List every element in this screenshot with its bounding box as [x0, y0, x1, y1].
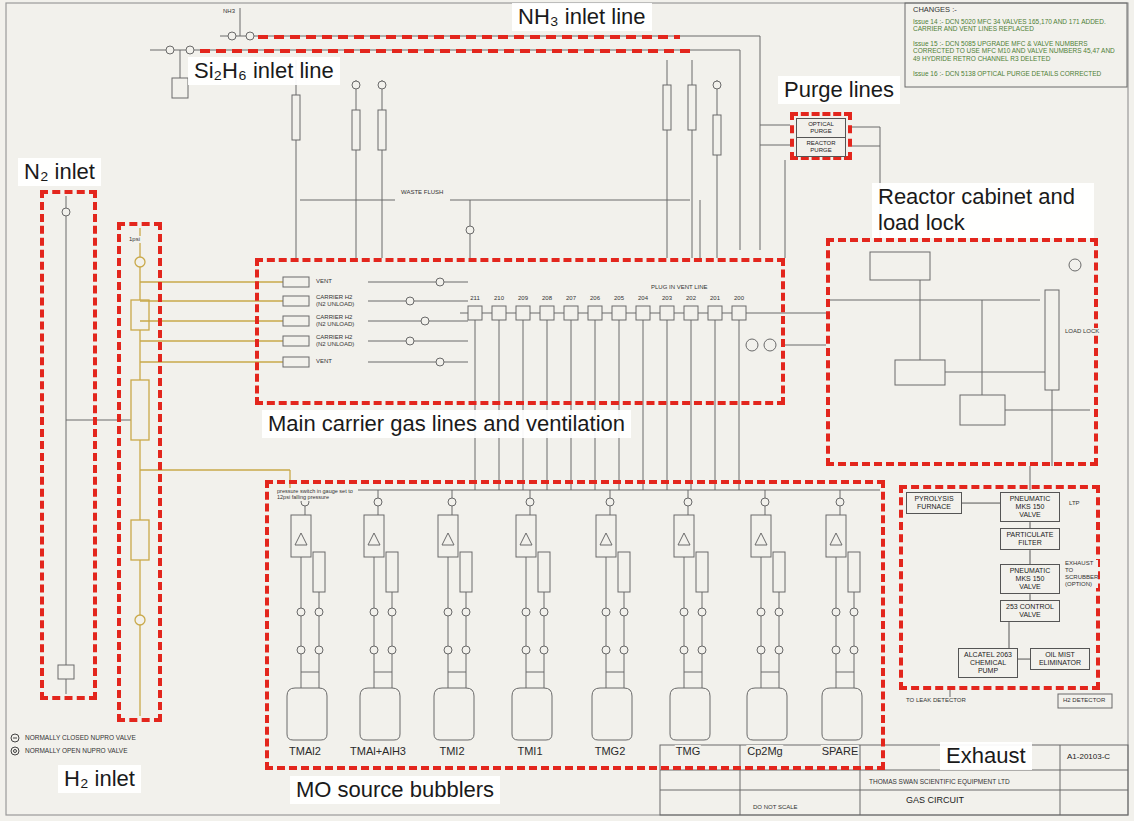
- region-heading: Purge lines: [778, 76, 900, 104]
- valve-number: 201: [709, 295, 721, 302]
- pipe-connector: [1030, 550, 1031, 564]
- valve-symbol: [10, 733, 20, 743]
- component-box: PNEUMATIC MKS 150 VALVE: [1000, 492, 1060, 522]
- valve-number: 205: [613, 295, 625, 302]
- line-label: (N2 UNLOAD): [315, 301, 355, 308]
- legend-row: NORMALLY OPEN NUPRO VALVE: [10, 746, 127, 756]
- changes-heading: CHANGES :-: [912, 6, 958, 15]
- note: pressure switch in gauge set to 12psi fa…: [276, 488, 358, 501]
- component-box: ALCATEL 2063 CHEMICAL PUMP: [958, 648, 1018, 678]
- line-label: PLUG IN VENT LINE: [650, 284, 709, 291]
- region-heading: Main carrier gas lines and ventilation: [262, 410, 631, 438]
- part-label: LTP: [1068, 500, 1081, 507]
- valve-number: 210: [493, 295, 505, 302]
- pipe-connector: [962, 503, 1000, 504]
- valve-number: 207: [565, 295, 577, 302]
- revision-note: Issue 14 :- DCN 5020 MFC 34 VALVES 165,1…: [912, 18, 1122, 33]
- component-box: REACTOR PURGE: [796, 137, 846, 157]
- valve-number: 211: [469, 295, 481, 302]
- region-outline: N₂ inlet: [40, 190, 97, 700]
- part-label: LOAD LOCK: [1064, 328, 1100, 335]
- drawing-number: A1-20103-C: [1066, 752, 1111, 761]
- box-label: OIL MIST ELIMINATOR: [1034, 651, 1086, 667]
- source-name: TMG2: [594, 745, 627, 758]
- valve-symbol: [10, 746, 20, 756]
- region-outline: H₂ inlet: [117, 222, 162, 722]
- source-name: TMI1: [516, 745, 543, 758]
- line-label: CARRIER H2: [315, 314, 353, 321]
- line-label: (N2 UNLOAD): [315, 341, 355, 348]
- box-label: PNEUMATIC MKS 150 VALVE: [1004, 567, 1056, 591]
- region-heading: Exhaust: [940, 742, 1032, 770]
- region-outline: Main carrier gas lines and ventilation: [255, 258, 785, 405]
- component-box: OPTICAL PURGE: [796, 118, 846, 138]
- note: TO LEAK DETECTOR: [905, 697, 967, 704]
- drawing-title: GAS CIRCUIT: [905, 795, 965, 805]
- box-label: PARTICULATE FILTER: [1004, 531, 1056, 547]
- box-label: PNEUMATIC MKS 150 VALVE: [1004, 495, 1056, 519]
- component-box: 253 CONTROL VALVE: [1000, 600, 1060, 622]
- valve-number: 206: [589, 295, 601, 302]
- line-label: VENT: [315, 278, 333, 285]
- region-outline: Reactor cabinet and load lock: [826, 238, 1098, 466]
- line-label: CARRIER H2: [315, 334, 353, 341]
- component-box: PYROLYSIS FURNACE: [906, 492, 962, 514]
- line-label: WASTE FLUSH: [400, 189, 444, 196]
- source-name: Cp2Mg: [746, 745, 783, 758]
- valve-number: 202: [685, 295, 697, 302]
- line-label: (N2 UNLOAD): [315, 321, 355, 328]
- region-outline: MO source bubblers: [265, 480, 885, 770]
- box-label: REACTOR PURGE: [800, 140, 842, 154]
- legend-row: NORMALLY CLOSED NUPRO VALVE: [10, 733, 136, 743]
- box-label: ALCATEL 2063 CHEMICAL PUMP: [962, 651, 1014, 675]
- source-name: TMI2: [438, 745, 465, 758]
- valve-number: 204: [637, 295, 649, 302]
- revision-note: Issue 16 :- DCN 5138 OPTICAL PURGE DETAI…: [912, 70, 1102, 77]
- source-name: TMAl2: [288, 745, 322, 758]
- line-label: VENT: [315, 358, 333, 365]
- legend-text: NORMALLY OPEN NUPRO VALVE: [25, 747, 127, 754]
- component-box: OIL MIST ELIMINATOR: [1030, 648, 1090, 670]
- source-name: SPARE: [821, 745, 859, 758]
- pressure-label: 1psi: [128, 236, 141, 243]
- gas-name: NH3: [222, 8, 236, 15]
- source-name: TMAl+AlH3: [349, 745, 407, 758]
- section-heading: NH₃ inlet line: [512, 3, 652, 31]
- region-heading: H₂ inlet: [58, 765, 141, 793]
- box-label: OPTICAL PURGE: [800, 121, 842, 135]
- valve-number: 208: [541, 295, 553, 302]
- valve-number: 203: [661, 295, 673, 302]
- valve-number: 200: [733, 295, 745, 302]
- component-box: PNEUMATIC MKS 150 VALVE: [1000, 564, 1060, 594]
- region-heading: MO source bubblers: [290, 776, 500, 804]
- pipe-connector: [1009, 622, 1010, 648]
- part-label: H2 DETECTOR: [1062, 697, 1106, 704]
- note: EXHAUST TO SCRUBBER (OPTION): [1064, 560, 1098, 588]
- title-block-text: DO NOT SCALE: [752, 804, 799, 811]
- component-box: PARTICULATE FILTER: [1000, 528, 1060, 550]
- box-label: 253 CONTROL VALVE: [1004, 603, 1056, 619]
- region-heading: N₂ inlet: [18, 158, 101, 186]
- revision-note: Issue 15 :- DCN 5085 UPGRADE MFC & VALVE…: [912, 40, 1122, 62]
- section-heading: Si₂H₆ inlet line: [188, 57, 340, 85]
- title-block-text: THOMAS SWAN SCIENTIFIC EQUIPMENT LTD: [868, 778, 1011, 785]
- pipe-connector: [1018, 659, 1030, 660]
- source-name: TMG: [675, 745, 701, 758]
- region-heading: Reactor cabinet and load lock: [872, 183, 1094, 238]
- region-outline: Purge linesOPTICAL PURGEREACTOR PURGE: [790, 112, 852, 160]
- line-label: CARRIER H2: [315, 294, 353, 301]
- valve-number: 209: [517, 295, 529, 302]
- legend-text: NORMALLY CLOSED NUPRO VALVE: [25, 734, 136, 741]
- box-label: PYROLYSIS FURNACE: [910, 495, 958, 511]
